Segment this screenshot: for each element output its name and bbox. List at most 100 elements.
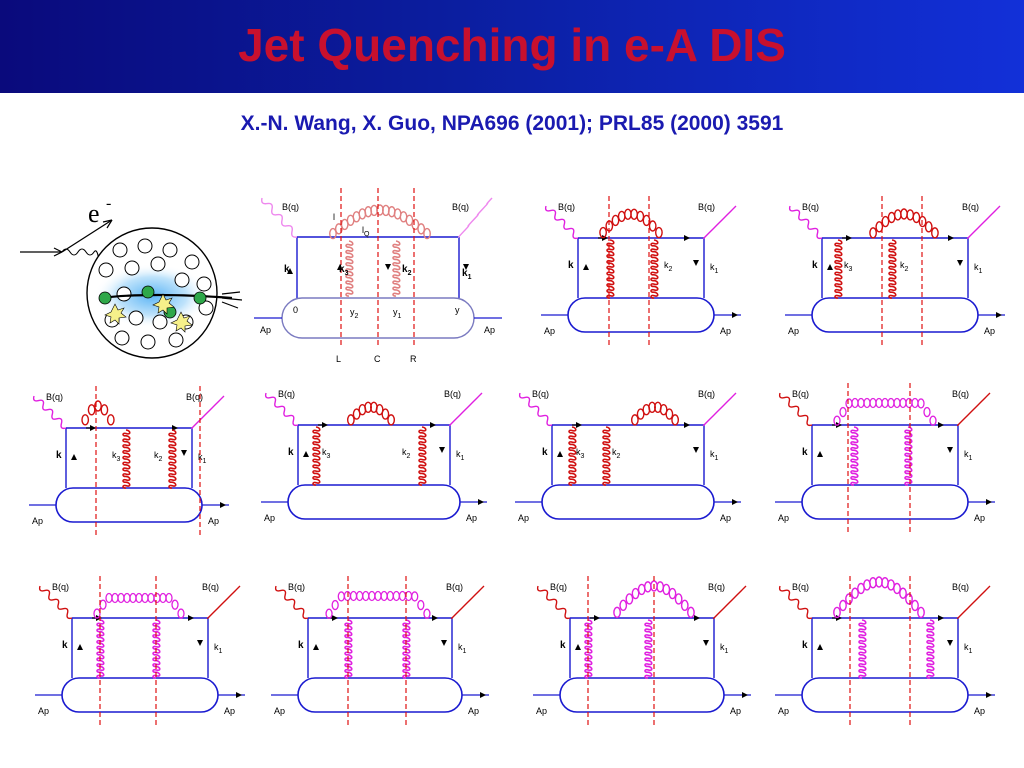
label-ap-right: Ap — [468, 706, 479, 716]
nucleus-blob — [61, 677, 219, 713]
photon-line — [778, 585, 813, 620]
photon-line — [190, 395, 225, 430]
gluon-loop — [642, 214, 651, 227]
nucleon — [114, 330, 130, 346]
nucleon — [184, 254, 200, 270]
gluon-loop — [899, 397, 907, 409]
label-ap-left: Ap — [536, 706, 547, 716]
gluon-line — [392, 240, 401, 297]
gluon-loop — [599, 226, 607, 239]
label-k2: k2 — [900, 260, 909, 273]
label-bq-left: B(q) — [558, 202, 575, 212]
gluon-loop — [912, 211, 921, 224]
gluon-loop — [655, 226, 663, 239]
gluon-loop — [423, 227, 431, 240]
photon-line — [274, 585, 309, 620]
label-bq-right: B(q) — [952, 389, 969, 399]
reference-citation: X.-N. Wang, X. Guo, NPA696 (2001); PRL85… — [240, 112, 784, 135]
label-ap-left: Ap — [274, 706, 285, 716]
gluon-line — [418, 426, 427, 486]
photon-line — [518, 392, 553, 427]
label-k: k — [568, 260, 574, 271]
photon-line — [264, 392, 299, 427]
momentum-arrow — [71, 454, 77, 460]
scattered-electron — [61, 219, 113, 253]
gluon-loop — [899, 587, 907, 599]
photon-line — [38, 585, 73, 620]
label-bq-left: B(q) — [52, 582, 69, 592]
gluon-loop — [99, 599, 107, 610]
gluon-loop — [637, 583, 646, 596]
label-k2: k2 — [154, 450, 163, 463]
label-bq-right: B(q) — [698, 389, 715, 399]
label-k1: k1 — [964, 449, 973, 462]
photon-line — [32, 395, 67, 430]
label-k1: k1 — [214, 642, 223, 655]
gluon-line — [122, 429, 131, 489]
photon-line — [450, 585, 485, 620]
gluon-loop — [386, 590, 394, 602]
gluon-loop — [911, 599, 919, 612]
label-k: k — [298, 640, 304, 651]
nucleus-blob — [559, 677, 725, 713]
gluon-loop — [905, 397, 913, 409]
gluon-line — [888, 239, 897, 299]
label-lq: lQ — [362, 225, 370, 238]
scattering-star — [170, 311, 193, 333]
gluon-loop — [117, 592, 125, 604]
label-bq-left: B(q) — [802, 202, 819, 212]
momentum-arrow — [303, 451, 309, 457]
nucleon — [116, 286, 132, 302]
label-ap-left: Ap — [544, 326, 555, 336]
gluon-line — [345, 240, 354, 297]
label-k: k — [802, 640, 808, 651]
nucleon — [128, 310, 144, 326]
parton — [98, 291, 112, 305]
nucleus-blob — [801, 484, 969, 520]
gluon-loop — [839, 599, 847, 612]
momentum-arrow — [441, 640, 447, 646]
nucleon — [98, 262, 114, 278]
gluon-loop — [917, 606, 925, 619]
gluon-line — [858, 619, 867, 679]
gluon-line — [168, 429, 177, 489]
gluon-loop — [863, 397, 871, 409]
gluon-loop — [636, 210, 645, 223]
nucleus-blob — [297, 677, 463, 713]
gluon-loop — [417, 599, 425, 611]
gluon-line — [926, 619, 935, 679]
nucleon — [196, 276, 212, 292]
gluon-loop — [887, 397, 895, 409]
photon-line — [778, 392, 813, 427]
label-k3: k3 — [844, 260, 853, 273]
label-k2: k2 — [612, 447, 621, 460]
gluon-loop — [334, 223, 343, 235]
nucleus-blob — [287, 484, 461, 520]
label-cut-L: L — [336, 354, 341, 364]
momentum-arrow — [385, 264, 391, 270]
gluon-loop — [613, 606, 621, 619]
nucleon — [198, 300, 214, 316]
nucleon — [174, 272, 190, 288]
photon-line — [702, 392, 737, 427]
gluon-loop — [630, 414, 639, 426]
photon-line — [457, 197, 493, 238]
label-y2: y2 — [350, 307, 359, 320]
label-k: k — [284, 264, 290, 275]
label-k1: k1 — [720, 642, 729, 655]
label-ap-right: Ap — [720, 513, 731, 523]
scattering-star — [104, 303, 127, 325]
gluon-line — [834, 239, 843, 299]
label-k1: k1 — [462, 268, 472, 281]
gluon-loop — [129, 592, 137, 604]
gluon-loop — [94, 400, 102, 412]
label-ap-left: Ap — [778, 513, 789, 523]
gluon-loop — [833, 415, 841, 426]
diagram-r1-c2: B(q)B(q)kk1ApApk2lQ — [541, 196, 741, 348]
label-bq-left: B(q) — [46, 392, 63, 402]
gluon-loop — [135, 592, 143, 604]
